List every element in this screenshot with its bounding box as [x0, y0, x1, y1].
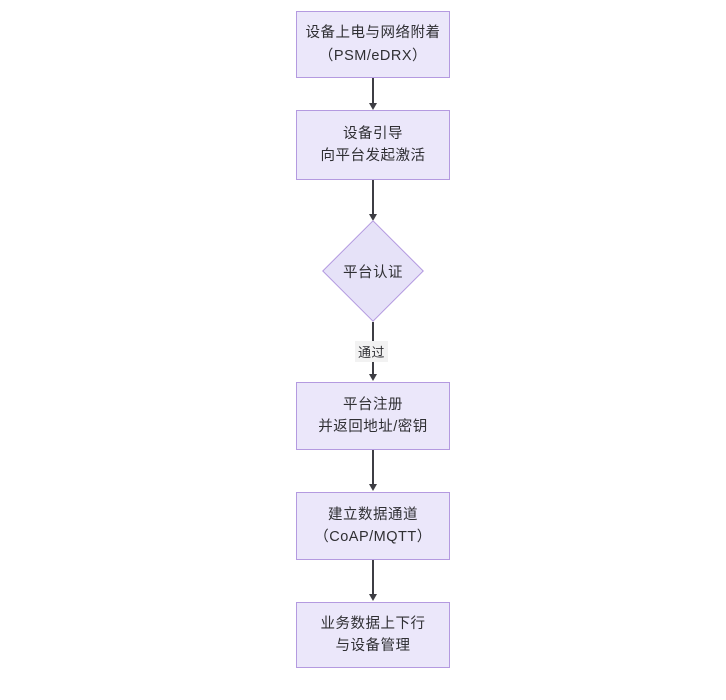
edge-channel-to-service [372, 560, 374, 595]
node-platform-auth-label: 平台认证 [343, 264, 403, 281]
node-data-channel[interactable]: 建立数据通道 （CoAP/MQTT） [296, 492, 450, 560]
node-platform-register-line2: 并返回地址/密钥 [318, 419, 428, 435]
edge-register-to-channel [372, 450, 374, 485]
edge-power-on-to-bootstrap [372, 78, 374, 104]
node-platform-register-line1: 平台注册 [343, 396, 403, 413]
node-service-data-line1: 业务数据上下行 [320, 615, 426, 632]
arrowhead-data-channel [368, 484, 377, 491]
node-power-on[interactable]: 设备上电与网络附着 （PSM/eDRX） [296, 11, 450, 78]
arrowhead-platform-auth [368, 214, 377, 221]
edge-bootstrap-to-auth [372, 180, 374, 215]
arrowhead-platform-register [368, 374, 377, 381]
node-platform-auth[interactable]: 平台认证 [322, 220, 424, 322]
node-platform-register[interactable]: 平台注册 并返回地址/密钥 [296, 382, 450, 450]
node-power-on-line1: 设备上电与网络附着 [305, 25, 441, 42]
node-bootstrap-line1: 设备引导 [343, 125, 403, 142]
arrowhead-bootstrap [368, 103, 377, 110]
node-service-data-line2: 与设备管理 [335, 638, 411, 654]
arrowhead-service-data [368, 594, 377, 601]
node-data-channel-line2: （CoAP/MQTT） [314, 529, 432, 545]
edge-label-pass: 通过 [355, 341, 389, 362]
node-power-on-line2: （PSM/eDRX） [318, 47, 428, 64]
node-bootstrap-line2: 向平台发起激活 [320, 148, 426, 164]
node-bootstrap[interactable]: 设备引导 向平台发起激活 [296, 110, 450, 180]
node-service-data[interactable]: 业务数据上下行 与设备管理 [296, 602, 450, 668]
node-data-channel-line1: 建立数据通道 [328, 506, 418, 523]
